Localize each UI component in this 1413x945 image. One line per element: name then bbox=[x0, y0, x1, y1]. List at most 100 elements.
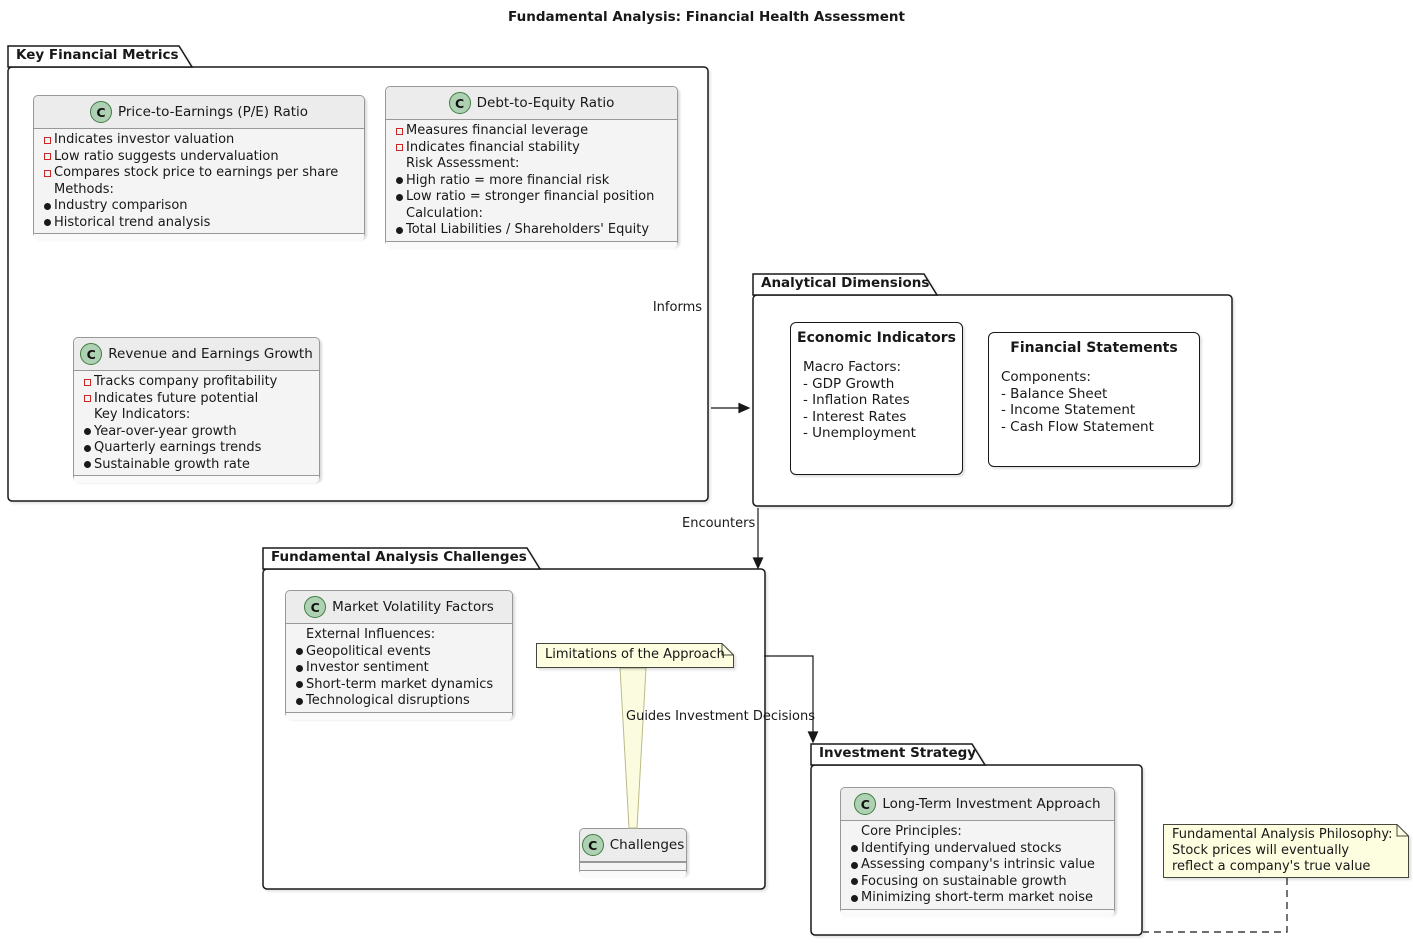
bullet-icon bbox=[80, 428, 94, 435]
bullet-icon bbox=[847, 895, 861, 902]
bullet-icon bbox=[80, 445, 94, 452]
informs-arrow bbox=[711, 402, 751, 414]
bullet-icon bbox=[40, 203, 54, 210]
class-empty-compartment bbox=[286, 711, 512, 720]
class-member: Compares stock price to earnings per sha… bbox=[54, 165, 339, 180]
class-long-term-investment-approach: C Long-Term Investment Approach Core Pri… bbox=[840, 787, 1115, 917]
bullet-icon bbox=[292, 665, 306, 672]
edge-label-guides: Guides Investment Decisions bbox=[626, 709, 815, 724]
class-header: C Price-to-Earnings (P/E) Ratio bbox=[34, 96, 364, 129]
card-financial-statements: Financial Statements Components: - Balan… bbox=[988, 332, 1200, 467]
bullet-icon bbox=[292, 648, 306, 655]
class-empty-compartment bbox=[841, 908, 1114, 917]
card-title: Financial Statements bbox=[1010, 340, 1178, 356]
package-key-financial-metrics: Key Financial Metrics C Price-to-Earning… bbox=[7, 45, 710, 503]
class-member: Short-term market dynamics bbox=[306, 676, 494, 692]
class-body: Indicates investor valuation Low ratio s… bbox=[34, 129, 364, 233]
package-title: Analytical Dimensions bbox=[761, 275, 930, 291]
class-member: External Influences: bbox=[306, 627, 436, 642]
philosophy-dashed-connector bbox=[1143, 878, 1288, 933]
class-name: Market Volatility Factors bbox=[332, 599, 494, 615]
field-icon bbox=[40, 153, 54, 160]
edge-label-encounters: Encounters bbox=[682, 516, 756, 531]
class-name: Price-to-Earnings (P/E) Ratio bbox=[117, 104, 309, 120]
class-member: Identifying undervalued stocks bbox=[861, 840, 1062, 856]
package-title: Key Financial Metrics bbox=[16, 47, 179, 63]
bullet-icon bbox=[392, 177, 406, 184]
card-line: - Cash Flow Statement bbox=[1001, 418, 1154, 435]
package-investment-strategy: Investment Strategy C Long-Term Investme… bbox=[810, 743, 1143, 936]
bullet-icon bbox=[847, 878, 861, 885]
class-member: Calculation: bbox=[406, 205, 483, 221]
class-member: Indicates investor valuation bbox=[54, 132, 235, 147]
class-member: Industry comparison bbox=[54, 198, 188, 213]
note-fold-icon bbox=[1396, 824, 1409, 837]
bullet-icon bbox=[80, 461, 94, 468]
class-empty-compartment bbox=[580, 862, 686, 870]
card-line: - Unemployment bbox=[803, 425, 916, 441]
class-member: Quarterly earnings trends bbox=[94, 440, 262, 455]
class-member: Methods: bbox=[54, 181, 114, 197]
class-member: Indicates financial stability bbox=[406, 139, 580, 155]
card-line: Macro Factors: bbox=[803, 359, 902, 375]
class-member: Investor sentiment bbox=[306, 660, 429, 675]
note-philosophy: Fundamental Analysis Philosophy: Stock p… bbox=[1163, 824, 1409, 878]
class-header: C Long-Term Investment Approach bbox=[841, 788, 1114, 821]
class-market-volatility-factors: C Market Volatility Factors External Inf… bbox=[285, 590, 513, 720]
diagram-title: Fundamental Analysis: Financial Health A… bbox=[508, 9, 905, 25]
class-member: Risk Assessment: bbox=[406, 156, 520, 171]
class-icon: C bbox=[581, 834, 604, 856]
class-name: Long-Term Investment Approach bbox=[882, 796, 1101, 812]
field-icon bbox=[392, 128, 406, 135]
class-header: C Market Volatility Factors bbox=[286, 591, 512, 624]
class-member: Sustainable growth rate bbox=[94, 456, 250, 472]
field-icon bbox=[392, 144, 406, 151]
note-fold-icon bbox=[721, 643, 734, 656]
class-member: Year-over-year growth bbox=[94, 423, 237, 439]
class-header: C Challenges bbox=[580, 829, 686, 862]
note-outline bbox=[536, 643, 734, 668]
class-icon: C bbox=[89, 101, 112, 123]
card-body: Components: - Balance Sheet - Income Sta… bbox=[989, 356, 1199, 435]
field-icon bbox=[80, 379, 94, 386]
package-analytical-dimensions: Analytical Dimensions Economic Indicator… bbox=[752, 273, 1233, 507]
class-icon: C bbox=[80, 343, 103, 365]
class-member: Key Indicators: bbox=[94, 407, 191, 422]
class-name: Revenue and Earnings Growth bbox=[108, 346, 313, 362]
card-body: Macro Factors: - GDP Growth - Inflation … bbox=[791, 346, 962, 442]
class-member: Low ratio = stronger financial position bbox=[406, 189, 655, 204]
class-empty-compartment bbox=[580, 870, 686, 878]
class-revenue-growth: C Revenue and Earnings Growth Tracks com… bbox=[73, 337, 320, 483]
class-member: Core Principles: bbox=[861, 824, 962, 839]
card-title: Economic Indicators bbox=[797, 330, 956, 346]
bullet-icon bbox=[847, 862, 861, 869]
class-empty-compartment bbox=[74, 475, 319, 483]
bullet-icon bbox=[292, 681, 306, 688]
class-name: Debt-to-Equity Ratio bbox=[476, 95, 615, 111]
class-member: High ratio = more financial risk bbox=[406, 172, 610, 188]
class-pe-ratio: C Price-to-Earnings (P/E) Ratio Indicate… bbox=[33, 95, 365, 241]
class-empty-compartment bbox=[34, 233, 364, 241]
note-limitations: Limitations of the Approach bbox=[536, 643, 734, 668]
note-text: Fundamental Analysis Philosophy: Stock p… bbox=[1172, 827, 1392, 875]
bullet-icon bbox=[847, 845, 861, 852]
card-line: - Interest Rates bbox=[803, 408, 907, 425]
note-line: Stock prices will eventually bbox=[1172, 843, 1350, 858]
note-line: reflect a company's true value bbox=[1172, 859, 1371, 874]
card-line: - GDP Growth bbox=[803, 375, 895, 392]
class-body: Core Principles: Identifying undervalued… bbox=[841, 821, 1114, 909]
class-member: Geopolitical events bbox=[306, 643, 431, 659]
card-line: - Income Statement bbox=[1001, 402, 1136, 418]
class-challenges: C Challenges bbox=[579, 828, 687, 878]
note-line: Fundamental Analysis Philosophy: bbox=[1172, 827, 1393, 842]
class-name: Challenges bbox=[609, 837, 685, 853]
note-outline bbox=[1163, 824, 1409, 878]
field-icon bbox=[40, 137, 54, 144]
edge-label-informs: Informs bbox=[652, 300, 702, 315]
class-member: Measures financial leverage bbox=[406, 123, 589, 138]
class-member: Tracks company profitability bbox=[94, 374, 278, 389]
class-header: C Debt-to-Equity Ratio bbox=[386, 87, 677, 120]
class-member: Indicates future potential bbox=[94, 390, 259, 406]
class-member: Low ratio suggests undervaluation bbox=[54, 148, 279, 164]
